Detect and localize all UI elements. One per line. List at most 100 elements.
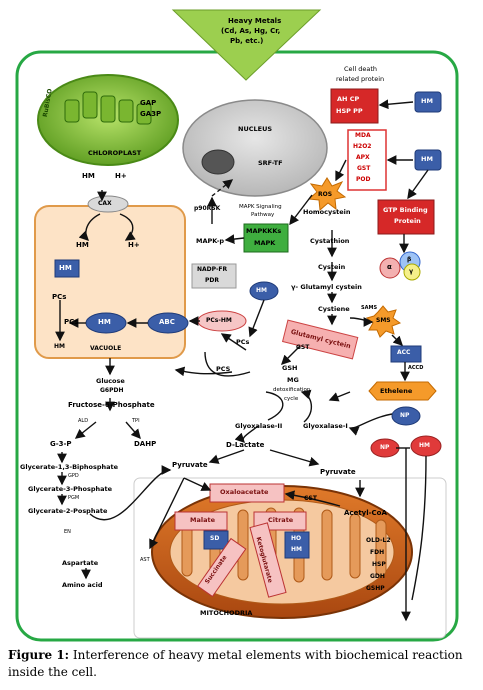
malate-box (174, 511, 228, 531)
citrate-label: Citrate (268, 516, 294, 524)
pyruvate2-label: Pyruvate (320, 468, 356, 476)
hm-box-1-label: HM (421, 97, 433, 105)
header-line1: Heavy Metals (228, 17, 282, 25)
ketoglutarate-box-group (249, 522, 287, 598)
thylakoid-stacks (64, 91, 152, 125)
cell-death-title1: Cell death (344, 65, 377, 73)
ga3p-label: GA3P (140, 110, 162, 118)
sd-label: SD (210, 535, 220, 542)
accd-label: ACCD (408, 365, 424, 371)
cystathion-label: Cystathion (310, 237, 350, 245)
cell-death-box (330, 88, 379, 124)
hm-red-label: HM (419, 442, 430, 449)
f6p-label: Fructose-6-Phosphate (68, 401, 155, 409)
nucleolus (201, 149, 235, 175)
vacuole-label: VACUOLE (90, 345, 122, 352)
acetyl-coa-label: Acetyl-CoA (344, 509, 387, 517)
vacuole-hplus: H+ (128, 241, 140, 249)
cystiene-label: Cystiene (318, 305, 350, 313)
vacuole-hm-box-label: HM (59, 264, 72, 272)
oxaloacetate-label: Oxaloacetate (220, 488, 269, 496)
g-gamma-label: γ (409, 268, 414, 275)
stress-h2o2: H2O2 (353, 143, 372, 150)
ast-label: AST (140, 557, 150, 563)
ethelene-shape (368, 381, 437, 401)
acc-box (390, 345, 422, 363)
pathway-arrows (55, 99, 429, 622)
glutamyl-label: γ- Glutamyl cystein (291, 283, 362, 291)
aspartate-label: Aspartate (62, 559, 99, 567)
gst-label: GST (296, 344, 310, 351)
cax-hplus-top: H+ (115, 172, 127, 180)
stress-pod: POD (356, 176, 371, 183)
detox-line2: cycle (284, 396, 299, 402)
g-beta-label: β (407, 256, 412, 263)
mito-hm-label: HM (291, 546, 302, 553)
mapk-pathway1: MAPK Signaling (239, 204, 282, 210)
dahp-label: DAHP (134, 440, 157, 448)
gtp-box (377, 199, 435, 235)
vacuole-pcs1: PCs (52, 293, 67, 301)
detox-line1: detoxification (273, 387, 311, 393)
cell-death-line1: AH CP (337, 95, 360, 103)
gtp-line2: Protein (394, 217, 421, 225)
cax-hm-top: HM (82, 172, 95, 180)
g3p-label: G-3-P (50, 440, 72, 448)
g3ph-label: Glycerate-3-Phosphate (28, 485, 112, 493)
np-oval-blue (391, 406, 421, 426)
np-blue-label: NP (400, 412, 410, 419)
hm-box-vacuole (54, 259, 80, 278)
chloroplast-label: CHLOROPLAST (88, 149, 142, 157)
glyoxalase2-label: Glyoxalase-II (235, 422, 283, 430)
caption-label: Figure 1: (8, 648, 70, 662)
mapk-label: MAPK (254, 239, 276, 247)
stress-gst: GST (357, 165, 371, 172)
cystein-label: Cystein (318, 263, 346, 271)
ros-label: ROS (318, 191, 333, 198)
pyruvate1-label: Pyruvate (172, 461, 208, 469)
succinate-box-group (197, 537, 247, 598)
nucleus-label: NUCLEUS (238, 125, 273, 133)
vacuole-hm-oval-label: HM (98, 318, 111, 326)
vacuole-hm: HM (76, 241, 89, 249)
nucleus-shape (182, 99, 328, 197)
figure-caption: Figure 1: Interference of heavy metal el… (8, 647, 478, 681)
sms-label: SMS (376, 317, 391, 324)
amino-acid-label: Amino acid (62, 581, 103, 589)
g-alpha-label: α (387, 263, 392, 271)
ho-label: HO (291, 535, 302, 542)
gbp-label: Glycerate-1,3-Biphosphate (20, 463, 119, 471)
tpi-label: TPI (132, 418, 140, 424)
gtp-line1: GTP Binding (383, 206, 428, 214)
dlactate-label: D-Lactate (226, 441, 265, 449)
protein-gdh: GDH (370, 573, 385, 580)
homocystein-label: Homocystein (303, 208, 351, 216)
en-label: EN (64, 529, 71, 535)
cell-death-title2: related protein (336, 75, 385, 83)
header-line3: Pb, etc.) (230, 37, 264, 45)
cell-death-line2: HSP PP (336, 107, 363, 115)
sams-label: SAMS (361, 305, 378, 311)
gsh-label: GSH (282, 364, 298, 372)
gap-label: GAP (140, 99, 157, 107)
protein-gshp: GSHP (366, 585, 385, 592)
ros-burst (307, 177, 347, 212)
mitochondria-label: MITOCHODRIA (200, 609, 253, 617)
p90rsk-label: p90RSK (194, 205, 221, 212)
mapkkks-label: MAPKKKs (246, 227, 282, 235)
abc-label: ABC (159, 318, 175, 326)
glutamyl-box-group (281, 319, 359, 360)
header-line2: (Cd, As, Hg, Cr, (221, 27, 281, 35)
nadp-line2: PDR (205, 277, 219, 284)
mapk-p-label: MAPK-p (196, 237, 225, 245)
pcs-enzyme-label: PCS (216, 365, 231, 373)
nadp-box (191, 263, 237, 289)
nadp-line1: NADP-FR (197, 266, 228, 273)
vacuole-hm-out: HM (54, 343, 65, 350)
cax-label: CAX (98, 200, 112, 207)
protein-fdh: FDH (370, 549, 385, 556)
glyoxalase1-label: Glyoxalase-I (303, 422, 348, 430)
ald-label: ALD (78, 418, 89, 424)
gpd-label: GPD (68, 473, 79, 479)
